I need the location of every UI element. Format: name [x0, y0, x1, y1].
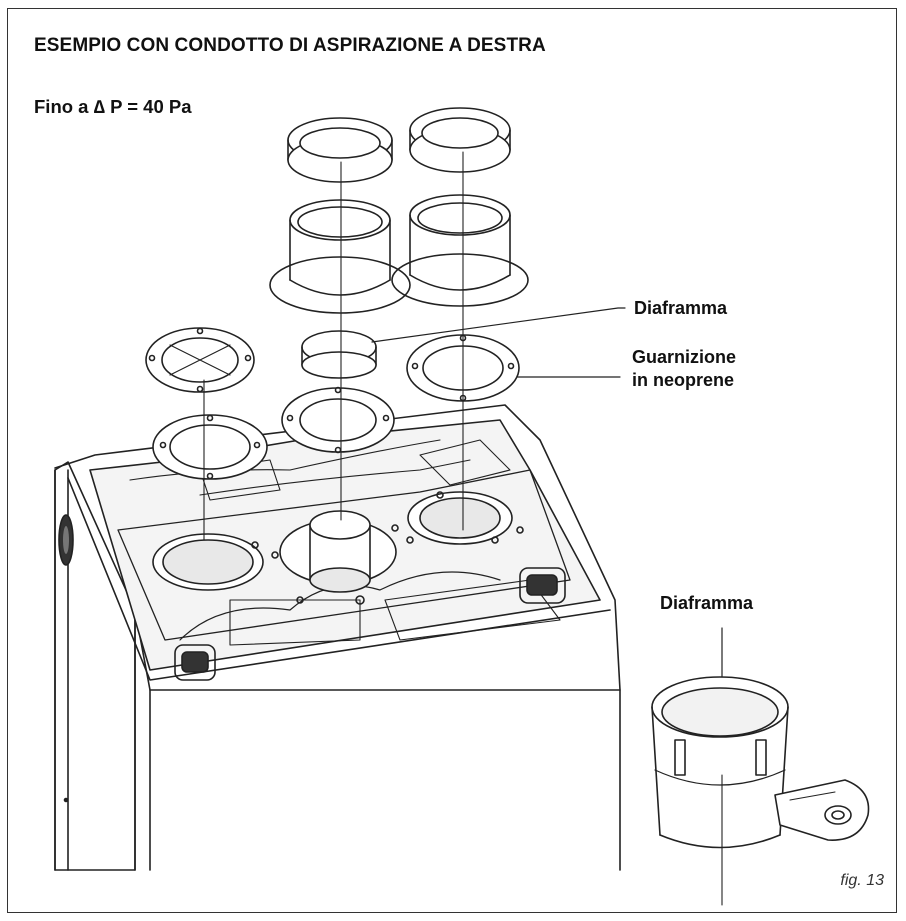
callout-diaframma-detail: Diaframma — [660, 593, 754, 613]
callout-diaframma-top: Diaframma — [634, 298, 728, 318]
pressure-subtitle: Fino a ∆ P = 40 Pa — [34, 96, 192, 117]
diaphragm-detail — [651, 676, 870, 906]
figure-frame — [7, 8, 897, 913]
center-flue-stack — [269, 117, 411, 521]
callout-guarnizione-line1: Guarnizione — [632, 347, 737, 367]
callout-guarnizione-line2: in neoprene — [632, 370, 735, 390]
figure-number: fig. 13 — [840, 872, 884, 889]
boiler-body — [54, 404, 621, 871]
page-title: ESEMPIO CON CONDOTTO DI ASPIRAZIONE A DE… — [34, 35, 546, 56]
right-flue-stack — [391, 107, 529, 531]
left-flange-stack — [145, 327, 268, 541]
